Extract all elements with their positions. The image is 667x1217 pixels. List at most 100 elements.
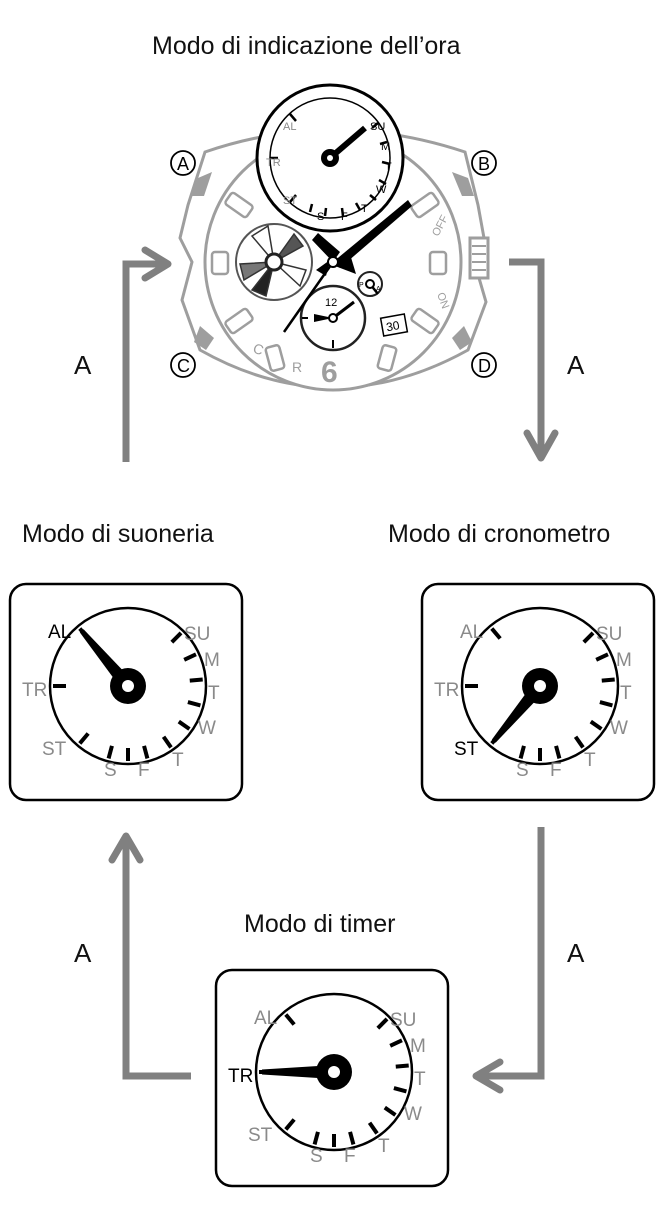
arrow-label-top-right: A: [567, 350, 585, 380]
stopwatch-mode-dial-tick: [518, 745, 526, 759]
pusher-d: [452, 326, 472, 350]
timer-mode-dial-label-t1: T: [414, 1069, 426, 1090]
alarm-mode-dial-tick: [78, 732, 90, 745]
pusher-c: [194, 326, 214, 350]
title-timer-mode: Modo di timer: [244, 910, 396, 938]
alarm-mode-dial-label-s: S: [104, 760, 117, 781]
stopwatch-mode-dial-tick: [554, 745, 562, 759]
timer-mode-dial-hub-center: [328, 1066, 340, 1078]
bezel-six: 6: [321, 356, 338, 389]
button-d-label: D: [478, 356, 491, 376]
indicator-p: P: [359, 282, 364, 289]
alarm-mode-dial-tick: [189, 677, 203, 683]
timer-mode-dial-label-al: AL: [254, 1008, 277, 1029]
button-d-marker: [471, 352, 497, 378]
stopwatch-mode-dial-tick: [601, 677, 615, 683]
watch-dial-f: F: [341, 211, 348, 223]
pusher-b: [452, 172, 474, 196]
alarm-mode-dial-tick: [177, 719, 191, 731]
alarm-mode-dial-label-w: W: [198, 718, 216, 739]
timer-mode-dial-label-tr: TR: [228, 1066, 253, 1087]
watch-dial-su: SU: [370, 121, 385, 133]
watch-dial-m: M: [381, 141, 390, 153]
alarm-mode-dial-label-al: AL: [48, 622, 71, 643]
timer-mode-dial-label-s: S: [310, 1146, 323, 1167]
stopwatch-mode-dial-label-m: M: [616, 650, 632, 671]
alarm-mode-dial-tick: [187, 700, 201, 708]
timer-mode-dial-tick: [395, 1063, 409, 1069]
alarm-mode-dial-label-t2: T: [172, 750, 184, 771]
timer-mode-dial-tick: [393, 1086, 407, 1094]
alarm-mode-dial-label-f: F: [138, 760, 150, 781]
arrow-timekeeping-to-stopwatch: [509, 258, 545, 455]
arrow-label-top-left: A: [74, 350, 92, 380]
stopwatch-mode-dial-tick: [599, 700, 613, 708]
button-c-label: C: [177, 356, 190, 376]
stopwatch-mode-dial-label-t2: T: [584, 750, 596, 771]
alarm-mode-dial-label-m: M: [204, 650, 220, 671]
timer-mode-dial-hand: [262, 1065, 334, 1079]
arrow-stopwatch-to-timer: [478, 827, 545, 1080]
button-a-label: A: [177, 154, 189, 174]
alarm-mode-dial-tick: [170, 631, 183, 644]
button-c-marker: [170, 352, 196, 378]
timer-mode-dial-tick: [312, 1131, 320, 1145]
timer-mode-dial-tick: [284, 1118, 296, 1131]
subdial-12: 12: [325, 297, 337, 309]
arrow-label-bottom-left: A: [74, 938, 92, 968]
alarm-mode-dial-label-tr: TR: [22, 680, 47, 701]
alarm-mode-dial-label-su: SU: [184, 624, 210, 645]
timer-mode-dial-label-w: W: [404, 1104, 422, 1125]
timer-mode-dial-tick: [383, 1105, 397, 1117]
watch-dial-s: S: [317, 211, 324, 223]
alarm-mode-dial-label-t1: T: [208, 683, 220, 704]
pusher-a: [192, 172, 212, 196]
alarm-mode-dial-label-st: ST: [42, 739, 67, 760]
timer-mode-dial-tick: [348, 1131, 356, 1145]
alarm-mode-dial-tick: [106, 745, 114, 759]
stopwatch-mode-dial-hub-center: [534, 680, 546, 692]
stopwatch-mode-dial-label-s: S: [516, 760, 529, 781]
stopwatch-mode-dial-tick: [582, 631, 595, 644]
watch-dial-t1: T: [385, 161, 392, 173]
alarm-mode-dial-tick: [161, 735, 173, 749]
button-a-marker: [170, 150, 196, 176]
alarm-mode-dial-hub-center: [122, 680, 134, 692]
title-stopwatch-mode: Modo di cronometro: [388, 520, 611, 548]
timer-mode-dial-label-f: F: [344, 1146, 356, 1167]
watch-dial-al: AL: [283, 121, 296, 133]
stopwatch-mode-dial-label-tr: TR: [434, 680, 459, 701]
watch-dial-w: W: [376, 184, 387, 196]
alarm-mode-dial-tick: [142, 745, 150, 759]
timer-mode-dial-tick: [284, 1013, 296, 1026]
alarm-mode-dial-tick: [183, 652, 197, 662]
indicator-a: A: [376, 286, 381, 293]
watch-dial-t2: T: [361, 203, 368, 215]
stopwatch-mode-dial-label-al: AL: [460, 622, 483, 643]
arrow-label-bottom-right: A: [567, 938, 585, 968]
bezel-on: ON: [434, 291, 451, 311]
watch-dial-tr: TR: [266, 157, 281, 169]
timer-mode-dial-label-su: SU: [390, 1010, 416, 1031]
watch-dial-st: ST: [283, 195, 297, 207]
timer-mode-dial-label-st: ST: [248, 1125, 273, 1146]
stopwatch-mode-dial-label-su: SU: [596, 624, 622, 645]
stopwatch-mode-dial-tick: [589, 719, 603, 731]
timer-mode-dial-tick: [367, 1121, 379, 1135]
stopwatch-mode-dial-label-st: ST: [454, 739, 479, 760]
timer-mode-dial-tick: [389, 1038, 403, 1048]
hour-hand: [312, 233, 340, 262]
button-b-marker: [471, 150, 497, 176]
stopwatch-mode-dial-label-t1: T: [620, 683, 632, 704]
stopwatch-mode-dial-tick: [595, 652, 609, 662]
arrow-timer-to-alarm: [122, 838, 191, 1080]
button-b-label: B: [478, 154, 490, 174]
stopwatch-mode-dial-label-f: F: [550, 760, 562, 781]
timer-mode-dial-tick: [376, 1017, 389, 1030]
stopwatch-mode-dial-tick: [490, 627, 502, 640]
date-window: [379, 313, 409, 337]
date-value: 30: [385, 318, 401, 334]
